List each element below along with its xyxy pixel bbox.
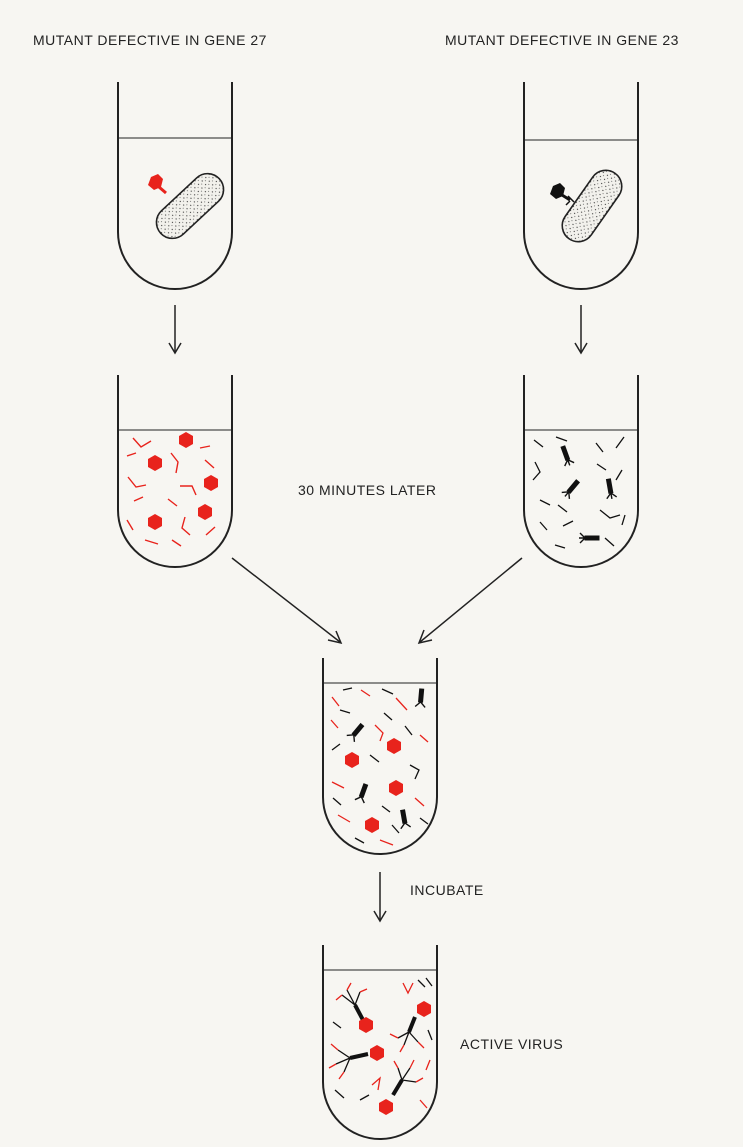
arrow-down-incubate (374, 872, 386, 921)
arrow-merge-left (232, 558, 341, 643)
tube-mixed-extracts (323, 658, 437, 854)
phage-gene23-attaching (550, 183, 574, 205)
tube-gene27-infection (118, 82, 232, 289)
tube-outline (118, 375, 232, 567)
leftover-fibers (333, 978, 432, 1108)
phage-gene27-attaching (148, 174, 166, 193)
assembled-phage (390, 1001, 431, 1052)
tube-gene23-lysate (524, 375, 638, 567)
tube-active-virus (323, 945, 437, 1139)
arrow-down-right (575, 305, 587, 353)
assembled-phage (329, 1044, 384, 1079)
tube-gene27-lysate (118, 375, 232, 567)
bacterium-cell (556, 164, 628, 248)
red-tail-fibers (127, 438, 215, 546)
tube-gene23-infection (524, 82, 638, 289)
arrow-merge-right (419, 558, 522, 643)
red-phage-heads (345, 738, 403, 833)
assembled-phage (379, 1060, 423, 1115)
arrow-down-left (169, 305, 181, 353)
assembled-phage (336, 983, 373, 1033)
tube-outline (323, 658, 437, 854)
black-phage-tails (558, 445, 617, 543)
